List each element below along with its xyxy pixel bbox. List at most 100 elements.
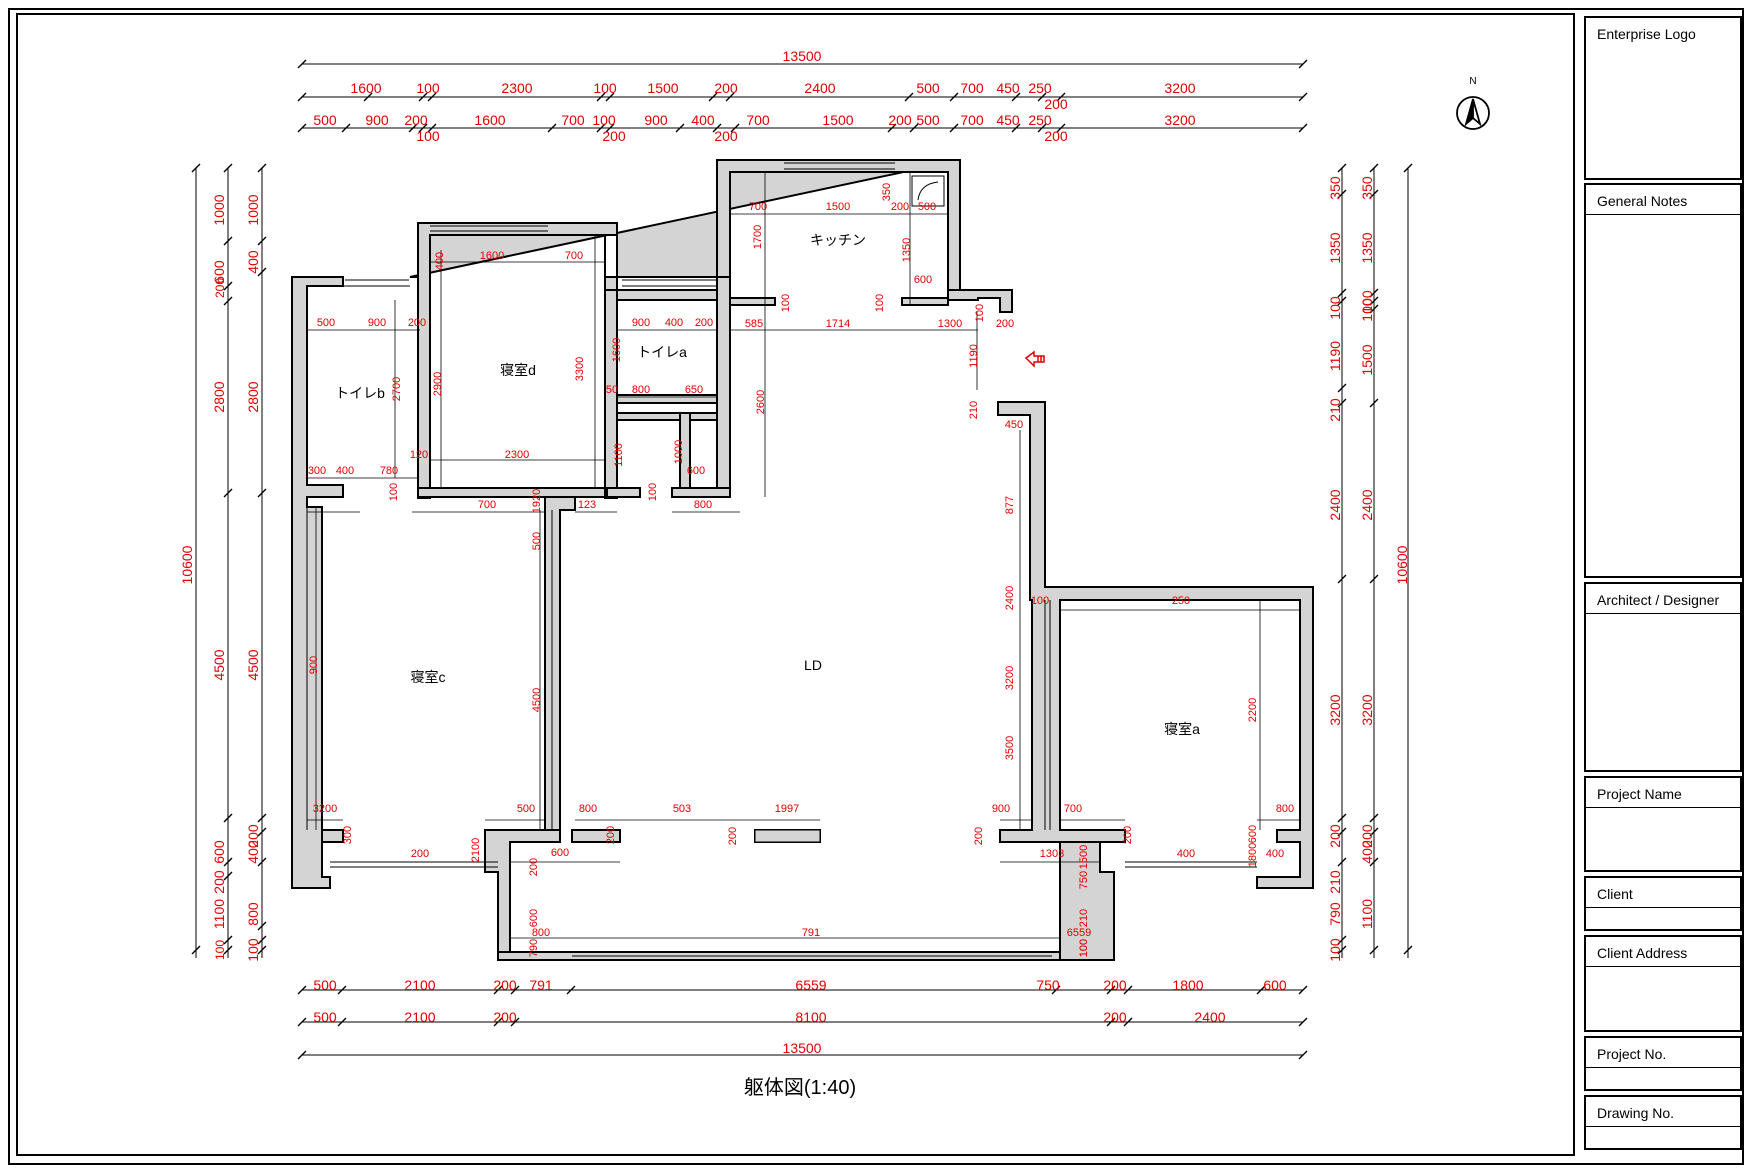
dimension-label-interior: 1500 (1078, 845, 1090, 869)
dimension-label-top-row1: 450 (996, 80, 1020, 96)
dimension-label-interior: 50 (606, 384, 618, 396)
dimension-label-interior: 1714 (826, 318, 850, 330)
dimension-label-interior: 600 (687, 465, 705, 477)
general-notes-label: General Notes (1586, 185, 1740, 215)
dimension-label-interior: 900 (308, 656, 320, 674)
dimension-label-interior: 400 (665, 317, 683, 329)
dimension-label-interior: 100 (874, 294, 886, 312)
dimension-label-interior: 120 (410, 449, 428, 461)
dimension-label-interior: 600 (1247, 825, 1259, 843)
dimension-label-interior: 400 (1266, 848, 1284, 860)
dimension-label-interior: 800 (1276, 803, 1294, 815)
dimension-label-interior: 300 (308, 465, 326, 477)
dimension-label-right-row1: 100 (1327, 938, 1343, 962)
enterprise-logo-label: Enterprise Logo (1597, 26, 1696, 42)
dimension-label-interior: 1600 (611, 338, 623, 362)
dimension-label-top-row1: 2400 (804, 80, 835, 96)
dimension-label-left-row1: 1000 (211, 194, 227, 225)
dimension-label-interior: 200 (727, 827, 739, 845)
dimension-label-interior: 450 (1005, 419, 1023, 431)
dimension-label-interior: 100 (1078, 939, 1090, 957)
north-arrow-icon (1456, 96, 1490, 130)
dimension-label-bottom-row2: 200 (1103, 1009, 1127, 1025)
dimension-label-interior: 200 (891, 201, 909, 213)
dimension-label-interior: 1600 (480, 250, 504, 262)
dimension-label-interior: 300 (342, 826, 354, 844)
dimension-label-interior: 700 (565, 250, 583, 262)
dimension-label-interior: 3500 (1004, 736, 1016, 760)
dimension-label-interior: 2600 (755, 390, 767, 414)
dimension-label-interior: 500 (517, 803, 535, 815)
dimension-label-interior: 200 (528, 858, 540, 876)
dimension-label-left-row2: 400 (245, 840, 261, 864)
dimension-label-interior: 500 (531, 532, 543, 550)
dimension-label-interior: 2100 (470, 838, 482, 862)
dimension-label-interior: 700 (1064, 803, 1082, 815)
dimension-label-interior: 2300 (505, 449, 529, 461)
dimension-label-top-row2: 700 (960, 112, 984, 128)
dimension-label-interior: 100 (647, 483, 659, 501)
dimension-label-top-row1: 500 (916, 80, 940, 96)
sheet-border (8, 8, 1744, 1165)
room-label-bedroom-a: 寝室a (1164, 721, 1200, 737)
dimension-label-interior: 2200 (1247, 698, 1259, 722)
title-block-project-name: Project Name (1584, 776, 1742, 872)
dimension-label-interior: 200 (1122, 826, 1134, 844)
dimension-ticks (191, 59, 1413, 1060)
dimension-label-interior: 790 (528, 939, 540, 957)
dimension-label-interior: 1700 (752, 225, 764, 249)
north-label: N (1469, 76, 1476, 87)
dimension-label-bottom-row1: 200 (1103, 977, 1127, 993)
dimension-label-top-row1: 1600 (350, 80, 381, 96)
dimension-label-left-row1: 200 (213, 278, 227, 298)
dimension-label-left-row1: 2800 (211, 381, 227, 412)
dimension-label-interior: 800 (632, 384, 650, 396)
dimension-label-right-row2: 100 (1359, 290, 1375, 314)
dimension-label-right-row1: 200 (1327, 824, 1343, 848)
dimension-label-interior: 800 (532, 927, 550, 939)
dimension-label-interior: 100 (780, 294, 792, 312)
dimension-label-bottom-row2: 8100 (795, 1009, 826, 1025)
title-block-project-no: Project No. (1584, 1036, 1742, 1091)
dimension-label-top-row2: 900 (644, 112, 668, 128)
dimension-label-interior: 1100 (613, 443, 625, 467)
dimension-label-interior: 600 (528, 909, 540, 927)
dimension-label-top-row2: 500 (916, 112, 940, 128)
dimension-label-top-row2: 200 (1044, 128, 1068, 144)
dimension-label-interior: 3200 (1004, 666, 1016, 690)
dimension-label-right-row2: 1100 (1359, 899, 1375, 929)
interior-lines (306, 162, 1257, 957)
dimension-label-interior: 400 (1177, 848, 1195, 860)
dimension-label-interior: 585 (745, 318, 763, 330)
dimension-label-top-row2: 450 (996, 112, 1020, 128)
dimension-label-bottom-row1: 2100 (404, 977, 435, 993)
dimension-label-top-row1: 100 (593, 80, 617, 96)
dimension-label-interior: 600 (914, 274, 932, 286)
dimension-label-top-row2: 100 (416, 128, 440, 144)
dimension-label-top-row2: 700 (561, 112, 585, 128)
dimension-lines (195, 63, 1409, 1056)
dimension-label-interior: 2400 (1004, 586, 1016, 610)
room-label-kitchen: キッチン (810, 232, 866, 248)
dimension-label-interior: 400 (336, 465, 354, 477)
dimension-label-right-row2: 200 (1359, 824, 1375, 848)
dimension-label-bottom-overall: 13500 (783, 1040, 822, 1056)
project-no-label: Project No. (1586, 1038, 1740, 1068)
dimension-label-right-row2: 100 (1359, 298, 1375, 322)
dimension-label-right-row1: 2400 (1327, 489, 1343, 520)
dimension-label-interior: 900 (632, 317, 650, 329)
title-block-architect: Architect / Designer (1584, 582, 1742, 772)
room-label-ld: LD (804, 657, 822, 673)
dimension-label-top-row1: 2300 (501, 80, 532, 96)
dimension-label-right-row1: 1350 (1327, 232, 1343, 263)
dimension-label-interior: 100 (974, 304, 986, 322)
dimension-label-top-row2: 200 (888, 112, 912, 128)
dimension-label-top-row2: 700 (746, 112, 770, 128)
dimension-label-interior: 1190 (968, 344, 980, 368)
dimension-label-left-row2: 400 (245, 250, 261, 274)
room-label-bedroom-d: 寝室d (500, 362, 536, 378)
dimension-label-interior: 200 (973, 827, 985, 845)
dimension-label-interior: 750 (1078, 871, 1090, 889)
dimension-label-interior: 900 (992, 803, 1010, 815)
